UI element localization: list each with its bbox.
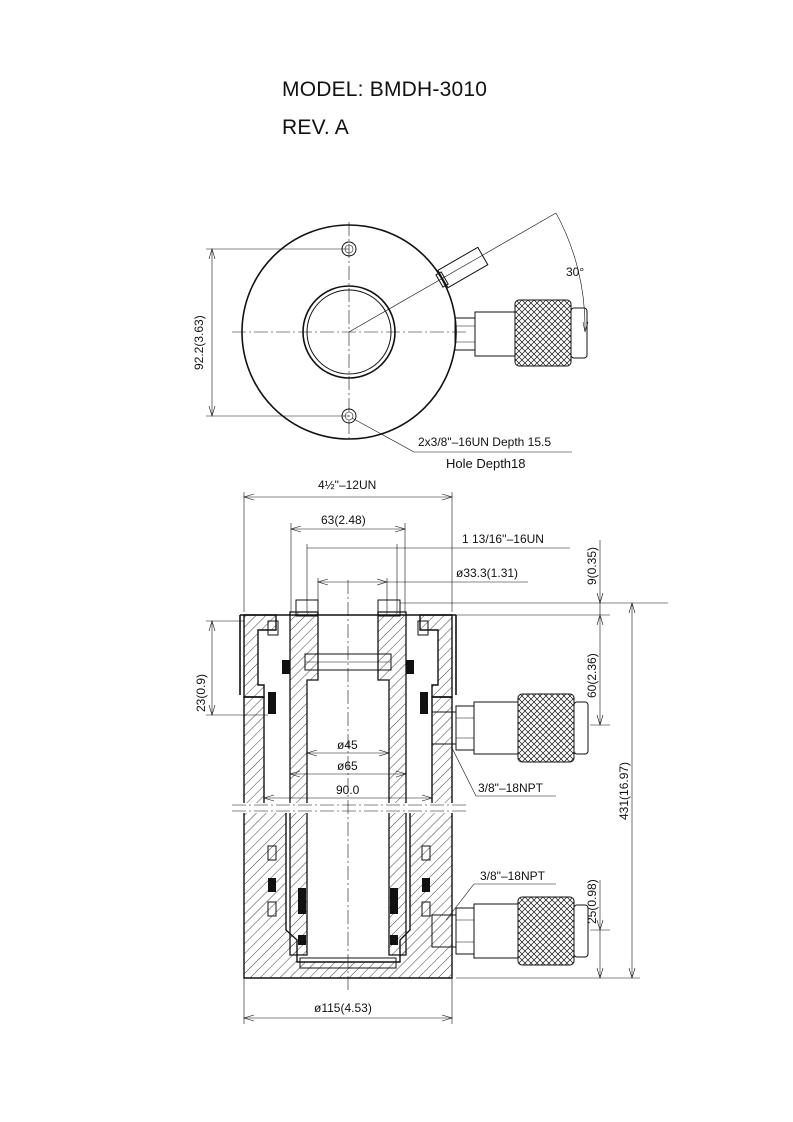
top-collar [243, 614, 277, 698]
seals [267, 660, 431, 945]
upper-port-label: 3/8"–18NPT [478, 781, 544, 795]
dim-25: 25(0.98) [585, 879, 599, 924]
thread-note: 2x3/8"–16UN Depth 15.5 [418, 435, 551, 449]
lower-port-coupler [431, 896, 589, 966]
angle-label: 30° [566, 265, 584, 279]
section-view: 4½"–12UN 63(2.48) 1 13/16''–16UN ø33.3(1… [194, 478, 668, 1024]
dim-9: 9(0.35) [585, 547, 599, 585]
hole-depth-note: Hole Depth18 [446, 456, 526, 471]
dim-63: 63(2.48) [321, 513, 366, 527]
revision-label: REV. A [282, 116, 349, 139]
dia-65-dimension: ø65 [337, 759, 358, 773]
inner-thread-dimension: 1 13/16''–16UN [462, 532, 544, 546]
dim-60: 60(2.36) [585, 653, 599, 698]
dim-23: 23(0.9) [194, 674, 208, 712]
dia-33-dimension: ø33.3(1.31) [456, 566, 518, 580]
lower-port-label: 3/8"–18NPT [480, 869, 546, 883]
model-title: MODEL: BMDH-3010 [282, 78, 488, 101]
outer-thread-dimension: 4½"–12UN [318, 478, 376, 492]
dim-431: 431(16.97) [617, 762, 631, 820]
upper-port-coupler [431, 693, 589, 763]
top-coupler [454, 299, 588, 367]
height-dimension: 92.2(3.63) [192, 315, 206, 370]
dim-90: 90.0 [336, 783, 360, 797]
dia-45-dimension: ø45 [337, 738, 358, 752]
top-view: 30° 92.2(3.63) 2x3/8"–16UN Depth 15.5 Ho… [192, 212, 589, 471]
dia-115-dimension: ø115(4.53) [314, 1001, 372, 1015]
safety-valve [435, 246, 489, 289]
